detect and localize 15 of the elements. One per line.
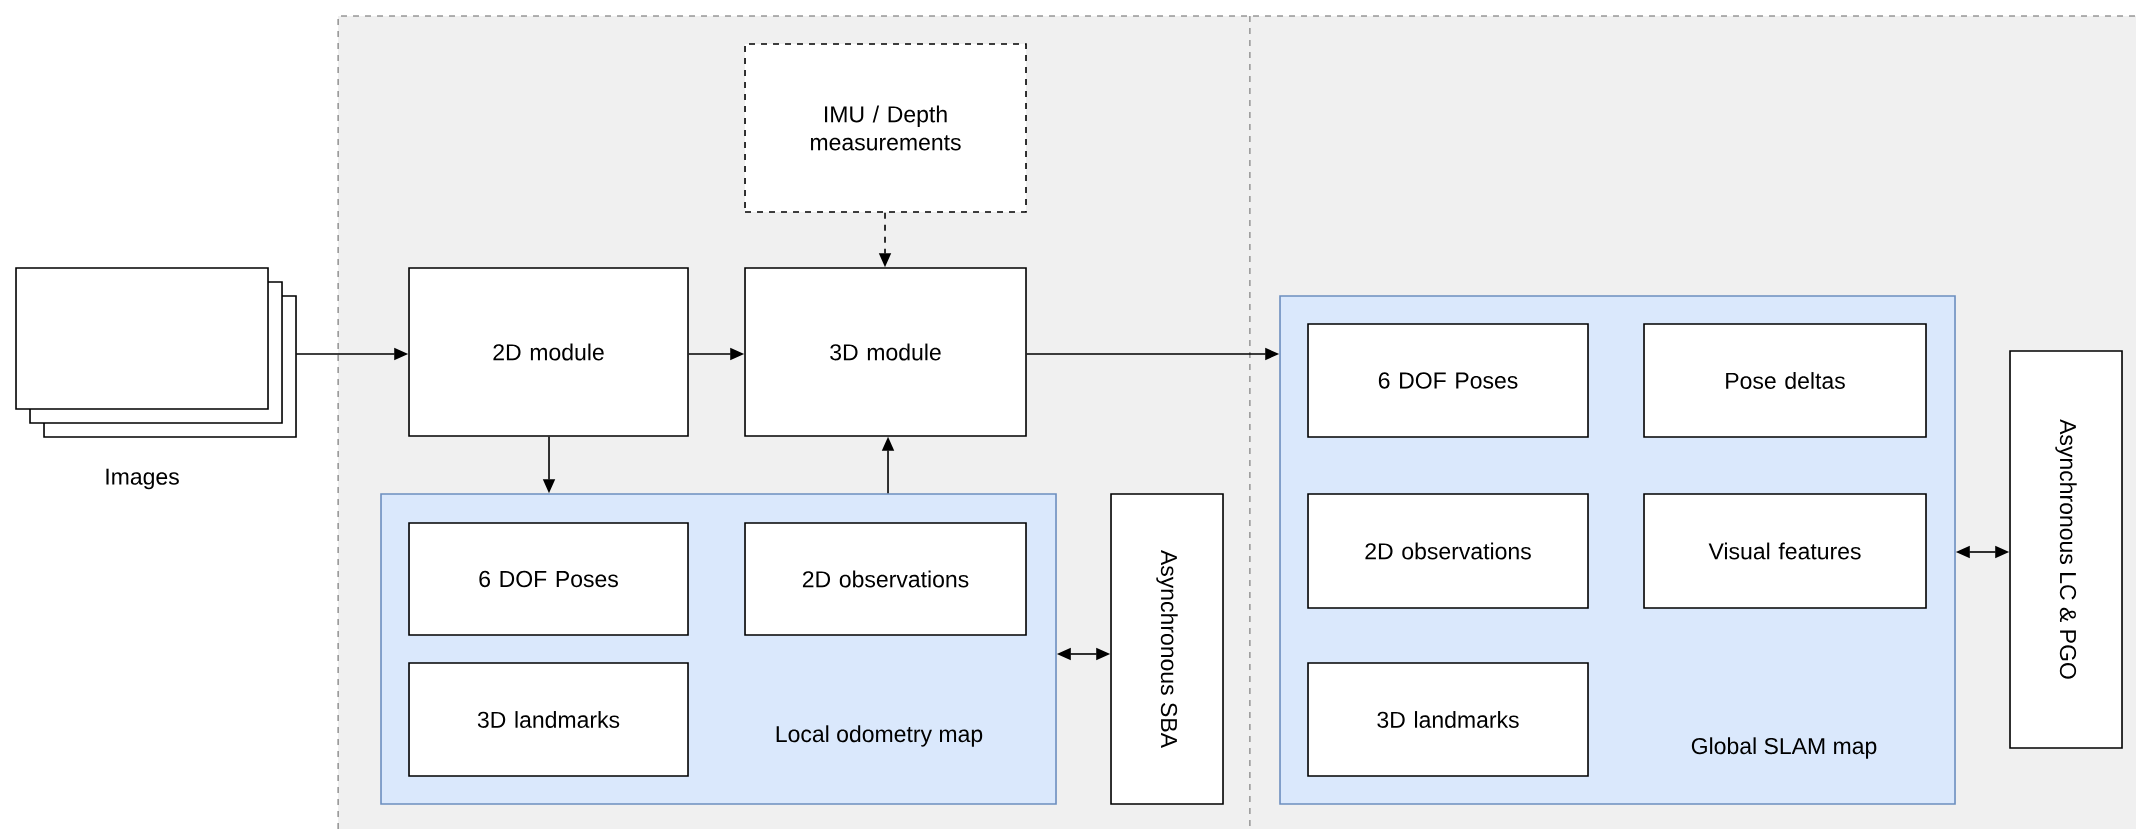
- process-box: 3D landmarks: [408, 662, 689, 777]
- process-box: 2D observations: [744, 522, 1027, 636]
- process-box: 3D module: [744, 267, 1027, 437]
- process-box: Asynchronous SBA: [1110, 493, 1224, 805]
- process-box: 3D landmarks: [1307, 662, 1589, 777]
- process-box: Visual features: [1643, 493, 1927, 609]
- process-box: 2D observations: [1307, 493, 1589, 609]
- process-box: Pose deltas: [1643, 323, 1927, 438]
- process-box: 6 DOF Poses: [408, 522, 689, 636]
- process-box: 6 DOF Poses: [1307, 323, 1589, 438]
- node-label: Images: [106, 468, 179, 490]
- image-stack: Images: [15, 267, 297, 490]
- process-box: 2D module: [408, 267, 689, 437]
- process-box: IMU / Depth measurements: [744, 43, 1027, 213]
- process-box: Asynchronous LC & PGO: [2009, 350, 2123, 749]
